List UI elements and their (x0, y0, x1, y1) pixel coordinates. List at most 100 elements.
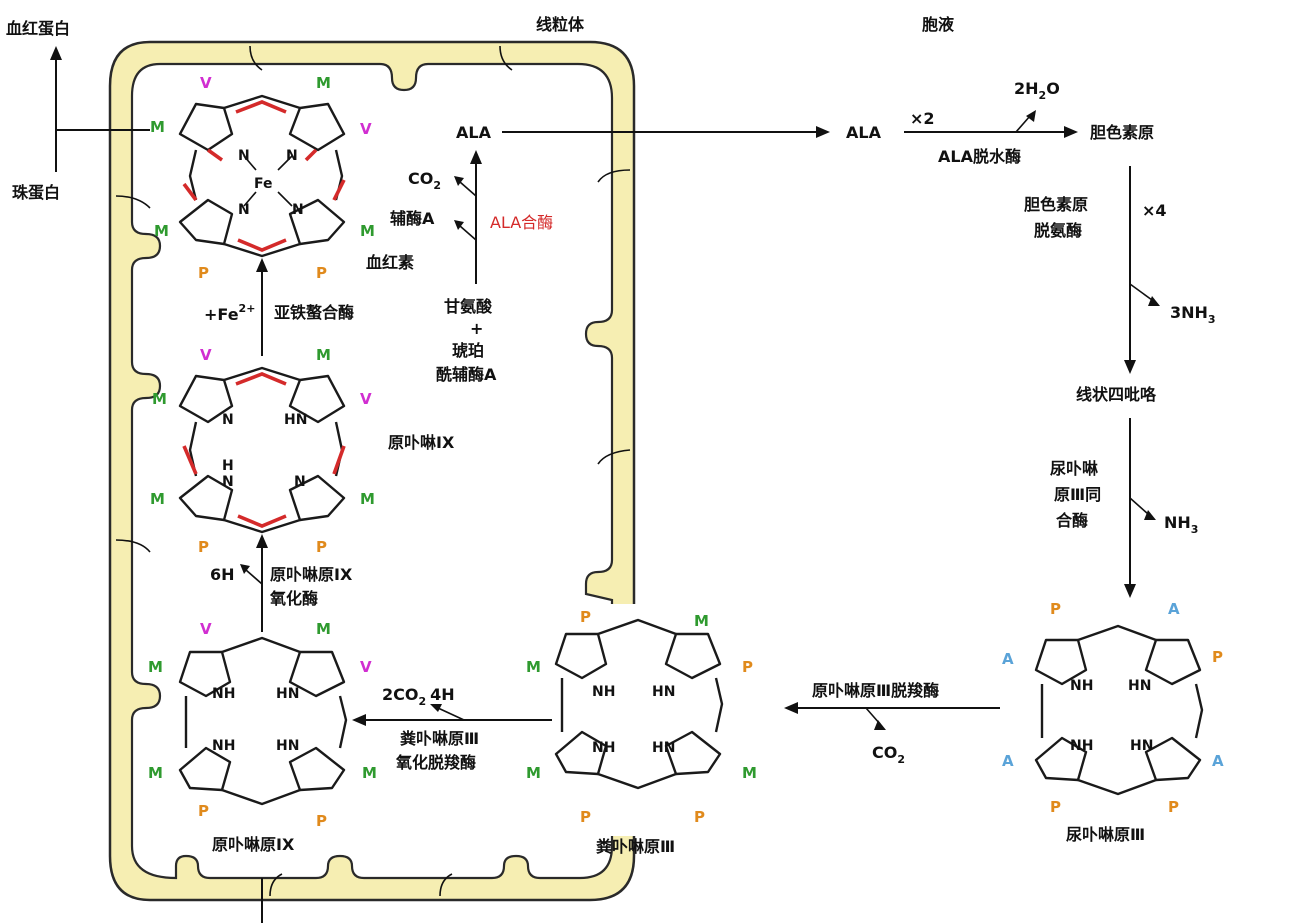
pyrrole-ring (288, 474, 346, 522)
arrowhead (50, 46, 62, 60)
side-product-arrow (437, 707, 465, 721)
co2-b-label: CO2 (872, 743, 905, 766)
methyl-substituent: M (526, 658, 541, 676)
pyrrole-ring (1034, 638, 1088, 686)
pyrrole-ring (664, 730, 722, 776)
arrowhead (1148, 296, 1160, 306)
fe-n-bond (243, 155, 257, 171)
acetate-substituent: A (1002, 650, 1014, 668)
propionate-substituent: P (198, 538, 209, 556)
pyrrole-ring (1144, 638, 1202, 686)
pyrrole-ring (178, 198, 234, 246)
pyrrole-ring (178, 474, 234, 522)
hemoglobin-label: 血红蛋白 (6, 19, 70, 38)
nitrogen-atom: N (286, 148, 298, 164)
uroporphyrinogen-iii-label: 尿卟啉原Ⅲ (1066, 825, 1145, 844)
mitochondria-label: 线粒体 (536, 15, 585, 34)
arrowhead (874, 720, 886, 730)
methyl-substituent: M (316, 346, 331, 364)
heme-label: 血红素 (366, 253, 414, 272)
coa-label: 辅酶A (390, 209, 435, 228)
meso-bridge (223, 518, 301, 534)
side-product-arrow (1129, 497, 1149, 515)
meso-bridge (1194, 683, 1204, 739)
arrowhead (1026, 110, 1036, 122)
succinyl-label-1: 琥珀 (452, 341, 484, 360)
crista (115, 195, 151, 209)
co2-label: CO2 (408, 169, 441, 192)
conjugated-bond (237, 514, 287, 528)
nitrogen-atom: N (222, 412, 234, 428)
propionate-substituent: P (1050, 600, 1061, 618)
crista (115, 539, 151, 553)
porphobilinogen-label: 胆色素原 (1090, 123, 1154, 142)
fe-n-bond (277, 155, 293, 171)
side-product-arrow (245, 569, 263, 585)
meso-bridge (714, 677, 724, 733)
ala-dehydratase-label: ALA脱水酶 (938, 147, 1021, 166)
methyl-substituent: M (150, 118, 165, 136)
uro-synthase-label-3: 合酶 (1056, 511, 1088, 530)
meso-bridge (188, 149, 198, 201)
methyl-substituent: M (148, 764, 163, 782)
imine-nh: HN (652, 684, 675, 700)
arrowhead (470, 150, 482, 164)
crista (597, 449, 631, 465)
nitrogen-atom: N (294, 474, 306, 490)
fe-n-bond (243, 191, 257, 207)
ala-mito-label: ALA (456, 123, 492, 142)
methyl-substituent: M (148, 658, 163, 676)
vinyl-substituent: V (360, 390, 372, 408)
globin-label: 珠蛋白 (12, 183, 60, 202)
side-product-arrow (459, 225, 477, 241)
nitrogen-atom: N (222, 474, 234, 490)
acetate-substituent: A (1212, 752, 1224, 770)
arrowhead (816, 126, 830, 138)
propionate-substituent: P (580, 808, 591, 826)
acetate-substituent: A (1168, 600, 1180, 618)
h6-label: 6H (210, 565, 235, 584)
pyrrole-ring (178, 746, 232, 792)
imine-nh: NH (592, 740, 615, 756)
meso-bridge (338, 695, 348, 749)
fe-addition-label: +Fe2+ (204, 302, 255, 324)
propionate-substituent: P (316, 538, 327, 556)
methyl-substituent: M (152, 390, 167, 408)
conjugated-bond (304, 148, 318, 162)
protoporphyrinogen-ix-molecule: NH HN NH HN V M M V M M P P (148, 620, 377, 830)
crista (597, 169, 631, 183)
pyrrole-ring (554, 632, 608, 680)
times4-label: ×4 (1142, 201, 1167, 220)
imine-nh: NH (1070, 678, 1093, 694)
methyl-substituent: M (360, 490, 375, 508)
meso-bridge (597, 618, 677, 636)
imine-nh: NH (212, 738, 235, 754)
meso-bridge (597, 772, 677, 790)
conjugated-bond (206, 148, 224, 162)
arrowhead (1124, 360, 1136, 374)
nitrogen-atom: N (238, 148, 250, 164)
methyl-substituent: M (150, 490, 165, 508)
pyrrole-ring (288, 650, 346, 698)
coproporphyrinogen-iii-molecule: NH HN NH HN P M M P M M P P (526, 608, 757, 826)
heme-molecule: N N N N Fe V M M V M M P P (150, 74, 375, 282)
imine-nh: HN (1130, 738, 1153, 754)
copro-panel (522, 604, 782, 836)
imine-nh: NH (212, 686, 235, 702)
glycine-label: 甘氨酸 (444, 297, 493, 316)
methyl-substituent: M (694, 612, 709, 630)
pyrrole-ring (178, 650, 232, 698)
vinyl-substituent: V (200, 346, 212, 364)
vinyl-substituent: V (360, 120, 372, 138)
hydrogen-atom: H (222, 458, 234, 474)
methyl-substituent: M (154, 222, 169, 240)
meso-bridge (223, 366, 301, 382)
water-label: 2H2O (1014, 79, 1060, 102)
plus-label: + (470, 319, 483, 338)
methyl-substituent: M (316, 620, 331, 638)
imine-nh: HN (652, 740, 675, 756)
ala-cytosol-label: ALA (846, 123, 882, 142)
times2-label: ×2 (910, 109, 935, 128)
methyl-substituent: M (362, 764, 377, 782)
arrowhead (256, 534, 268, 548)
